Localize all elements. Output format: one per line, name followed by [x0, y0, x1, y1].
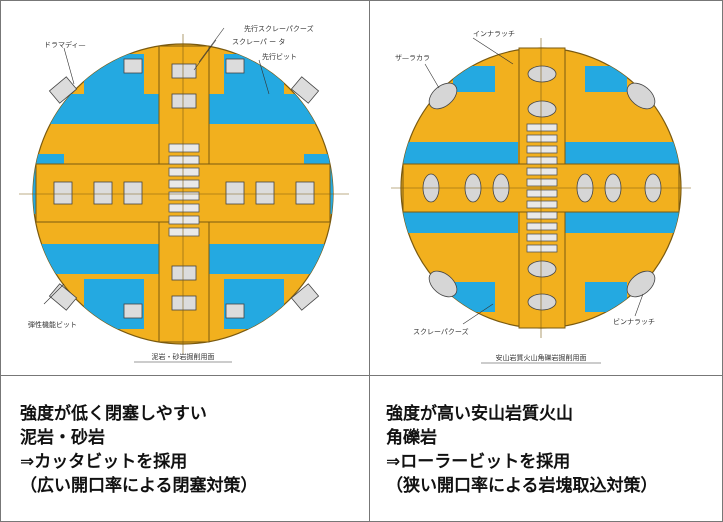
- left-caption-line1: 強度が低く閉塞しやすい: [20, 404, 207, 424]
- right-center-rollers: [526, 123, 558, 253]
- right-cutterhead-cell: インナラッチ ザ—ラカラ スクレーパクーズ ビンナラッチ 安山岩質火山角礫岩掘削…: [373, 4, 719, 372]
- left-caption: 強度が低く閉塞しやすい 泥岩・砂岩 ⇒カッタビットを採用 （広い開口率による閉塞…: [20, 402, 258, 498]
- left-caption-line3: ⇒カッタビットを採用: [20, 452, 188, 472]
- left-center-bits: [168, 143, 200, 237]
- right-label-top-a: インナラッチ: [473, 30, 515, 38]
- right-caption-line2: 角礫岩: [386, 428, 437, 448]
- right-leader-lines: [424, 37, 644, 325]
- left-cutterhead-diagram: 先行スクレーパクーズ スクレーパ ー タ ドラマディ— 先行ビット 弾性機能ビッ…: [19, 24, 349, 363]
- right-caption-line3: ⇒ローラービットを採用: [386, 452, 571, 472]
- column-divider: [369, 0, 370, 522]
- left-caption-line2: 泥岩・砂岩: [20, 428, 105, 448]
- left-label-top-b: スクレーパ ー タ: [232, 37, 285, 46]
- right-label-left-top: ザ—ラカラ: [395, 54, 430, 62]
- left-leader-lines: [43, 27, 270, 305]
- left-label-bottom-left: 弾性機能ビット: [28, 320, 77, 329]
- left-caption-line4: （広い開口率による閉塞対策）: [20, 476, 258, 496]
- right-label-bottom-right: ビンナラッチ: [613, 317, 655, 326]
- right-caption-line4: （狭い開口率による岩塊取込対策）: [386, 476, 658, 496]
- row-divider: [0, 375, 723, 376]
- right-label-bottom-left: スクレーパクーズ: [413, 327, 469, 336]
- left-cutterhead-cell: 先行スクレーパクーズ スクレーパ ー タ ドラマディ— 先行ビット 弾性機能ビッ…: [4, 4, 366, 372]
- right-cutterhead-diagram: インナラッチ ザ—ラカラ スクレーパクーズ ビンナラッチ 安山岩質火山角礫岩掘削…: [391, 30, 691, 364]
- left-label-top-a: 先行スクレーパクーズ: [244, 24, 314, 33]
- left-diagram-title: 泥岩・砂岩掘削用面: [152, 352, 215, 361]
- right-caption: 強度が高い安山岩質火山 角礫岩 ⇒ローラービットを採用 （狭い開口率による岩塊取…: [386, 402, 658, 498]
- left-label-right-top: 先行ビット: [262, 52, 297, 61]
- right-openings: [401, 66, 681, 312]
- right-diagram-title: 安山岩質火山角礫岩掘削用面: [496, 353, 587, 362]
- right-caption-line1: 強度が高い安山岩質火山: [386, 404, 573, 424]
- left-label-left-top: ドラマディ—: [44, 40, 86, 49]
- left-cutter-bits: [48, 58, 320, 319]
